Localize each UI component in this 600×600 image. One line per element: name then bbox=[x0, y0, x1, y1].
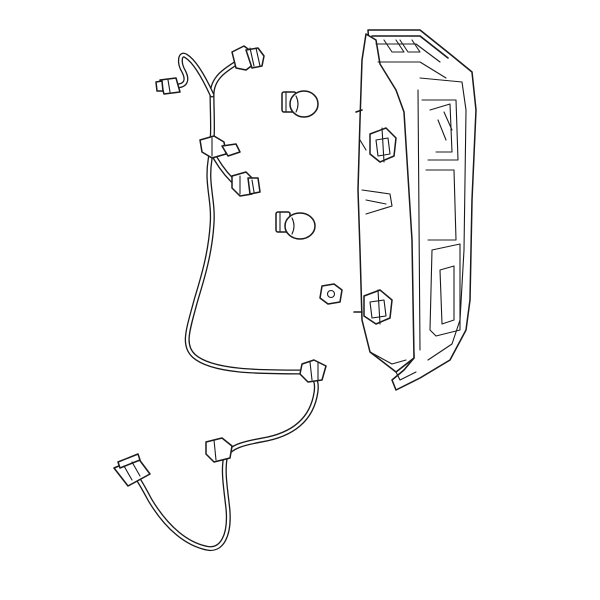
harness-splice bbox=[205, 437, 233, 463]
nut-clip bbox=[319, 283, 343, 305]
bulb-lower bbox=[275, 211, 316, 240]
harness-clip-lower bbox=[299, 359, 327, 383]
harness-main-connector bbox=[113, 453, 151, 487]
harness-socket-top bbox=[231, 45, 265, 71]
tail-lamp-assembly bbox=[353, 29, 477, 391]
harness-clip-upper bbox=[199, 135, 241, 159]
bulb-upper bbox=[281, 90, 319, 118]
harness-socket-middle bbox=[231, 171, 261, 197]
harness-connector-left bbox=[155, 77, 181, 95]
wiring-harness bbox=[130, 52, 319, 552]
